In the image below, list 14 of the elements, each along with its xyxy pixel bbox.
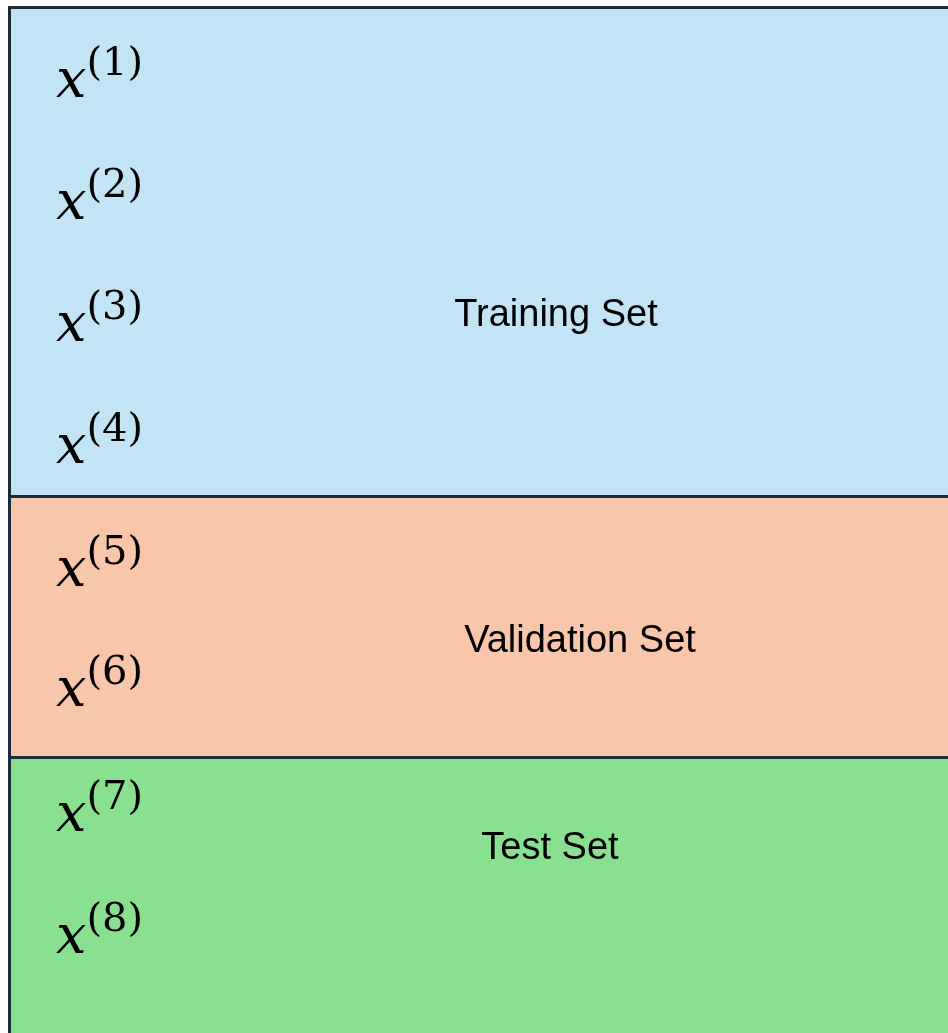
set-label: Training Set [454,291,658,335]
sample-label: x$^{(4)}$ [56,413,144,477]
sample-label: x$^{(5)}$ [56,536,144,600]
sample-label: x$^{(3)}$ [56,291,144,355]
sample-label: x$^{(1)}$ [56,47,144,111]
sample-label: x$^{(7)}$ [56,781,144,845]
set-label: Validation Set [464,617,696,661]
sample-label: x$^{(2)}$ [56,169,144,233]
data-split-band [8,756,948,1033]
data-split-band [8,6,948,498]
sample-label: x$^{(8)}$ [56,903,144,967]
set-label: Test Set [481,824,619,868]
sample-label: x$^{(6)}$ [56,656,144,720]
data-split-band [8,495,948,759]
